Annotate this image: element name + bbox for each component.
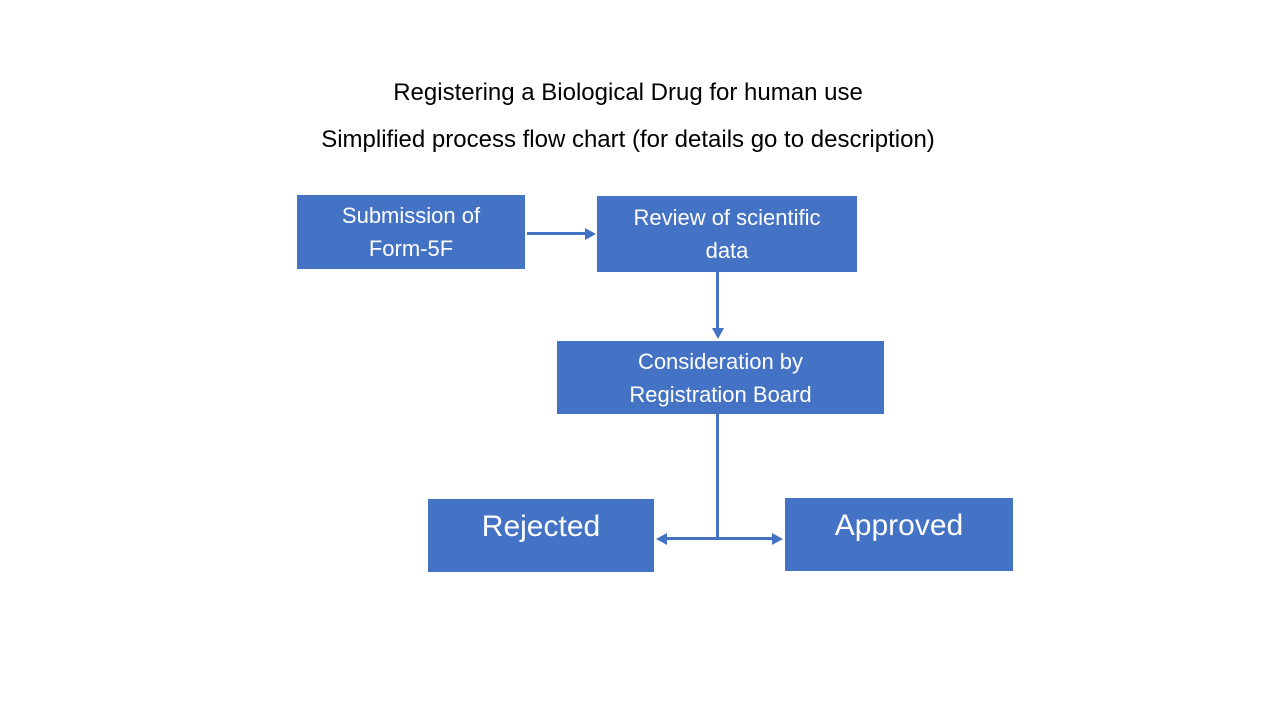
flow-box-review-label-line-2: data [705,238,749,263]
flow-box-approved-label: Approved [834,509,964,542]
flow-box-submission-label-line-2: Form-5F [368,236,454,261]
flow-box-rejected: Rejected [428,499,654,572]
arrow-head-right-icon [585,227,596,240]
connector-branch-horizontal-line [666,537,772,540]
flow-box-consideration-label-line-1: Consideration by [637,348,804,374]
connector-consideration-branch-stem [716,414,719,539]
flow-box-approved: Approved [785,498,1013,571]
flow-box-rejected-label: Rejected [481,510,601,543]
connector-review-to-consideration-line [716,272,719,329]
slide-title-line-2: Simplified process flow chart (for detai… [321,126,935,153]
arrow-head-down-icon [711,328,724,339]
flow-box-consideration-label-line-2: Registration Board [629,381,812,407]
connector-submission-to-review-line [527,232,586,235]
flow-box-submission: Submission of Form-5F [297,195,525,269]
flow-box-submission-label-line-1: Submission of [341,203,481,228]
flow-box-consideration: Consideration by Registration Board [557,341,884,414]
slide-title-line-1: Registering a Biological Drug for human … [393,79,863,106]
flow-box-review: Review of scientific data [597,196,857,272]
flow-box-review-label-line-1: Review of scientific [633,205,821,230]
arrow-head-left-icon [656,532,667,545]
arrow-head-right-icon [772,532,783,545]
